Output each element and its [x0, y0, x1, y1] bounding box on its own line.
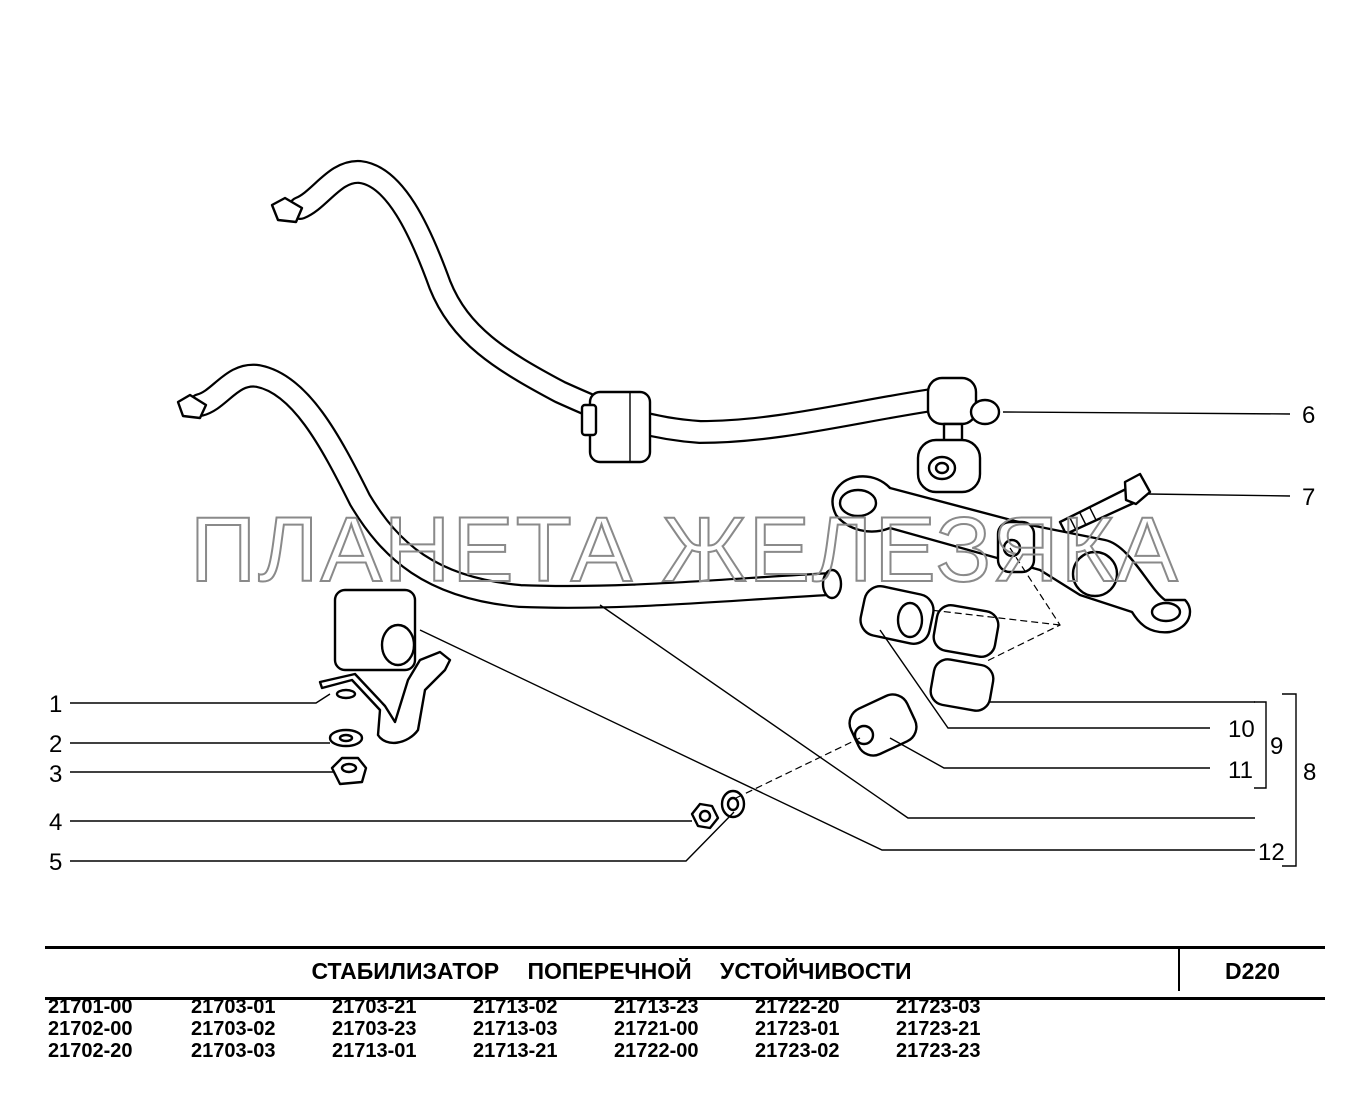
small-nut — [690, 802, 720, 830]
stabilizer-bar-front — [176, 363, 843, 609]
nut — [330, 756, 368, 786]
model-code: 21703-23 — [332, 1018, 417, 1040]
exploded-parts-diagram: ПЛАНЕТА ЖЕЛЕЗЯКА 1 2 3 4 5 6 7 8 9 10 11… — [49, 160, 1316, 876]
model-code: 21723-02 — [755, 1040, 840, 1062]
model-code: 21702-00 — [48, 1018, 133, 1040]
model-code: 21723-03 — [896, 996, 981, 1018]
small-washer — [720, 789, 746, 819]
callout-8: 8 — [1303, 759, 1316, 786]
callout-5: 5 — [49, 849, 62, 876]
callout-6: 6 — [1302, 402, 1315, 429]
model-code: 21702-20 — [48, 1040, 133, 1062]
washer — [328, 728, 364, 748]
rubber-bush — [848, 693, 918, 757]
model-code: 21703-21 — [332, 996, 417, 1018]
model-code: 21703-01 — [191, 996, 276, 1018]
callout-10: 10 — [1228, 716, 1255, 743]
watermark: ПЛАНЕТА ЖЕЛЕЗЯКА — [190, 499, 1180, 601]
bush-with-clamp — [318, 588, 452, 745]
model-code: 21713-21 — [473, 1040, 558, 1062]
drawing-code: D220 — [1225, 958, 1280, 984]
callout-12: 12 — [1258, 839, 1285, 866]
callout-3: 3 — [49, 761, 62, 788]
bar-bush-on-bar — [580, 390, 652, 464]
model-code: 21722-00 — [614, 1040, 699, 1062]
bushing-pair — [859, 585, 1000, 712]
model-code: 21713-02 — [473, 996, 558, 1018]
bolt — [1058, 472, 1152, 536]
model-code: 21713-03 — [473, 1018, 558, 1040]
model-code: 21723-23 — [896, 1040, 981, 1062]
drawing-title: СТАБИЛИЗАТОР ПОПЕРЕЧНОЙ УСТОЙЧИВОСТИ — [45, 949, 1180, 991]
model-code: 21703-03 — [191, 1040, 276, 1062]
callout-11: 11 — [1228, 757, 1253, 784]
model-code: 21723-21 — [896, 1018, 981, 1040]
callout-7: 7 — [1302, 484, 1315, 511]
model-code: 21701-00 — [48, 996, 133, 1018]
model-codes-table: 21701-00 21702-00 21702-20 21703-01 2170… — [48, 996, 1148, 1066]
model-code: 21713-23 — [614, 996, 699, 1018]
model-code: 21703-02 — [191, 1018, 276, 1040]
callout-2: 2 — [49, 731, 62, 758]
model-code: 21722-20 — [755, 996, 840, 1018]
callout-9: 9 — [1270, 733, 1283, 760]
model-code: 21713-01 — [332, 1040, 417, 1062]
model-code: 21723-01 — [755, 1018, 840, 1040]
callout-4: 4 — [49, 809, 62, 836]
lever-arm — [831, 475, 1192, 634]
model-code: 21721-00 — [614, 1018, 699, 1040]
stabilizer-bar-rear — [270, 160, 957, 444]
callout-1: 1 — [49, 691, 62, 718]
title-block: СТАБИЛИЗАТОР ПОПЕРЕЧНОЙ УСТОЙЧИВОСТИ D22… — [45, 946, 1325, 1000]
stabilizer-link — [916, 376, 1001, 494]
